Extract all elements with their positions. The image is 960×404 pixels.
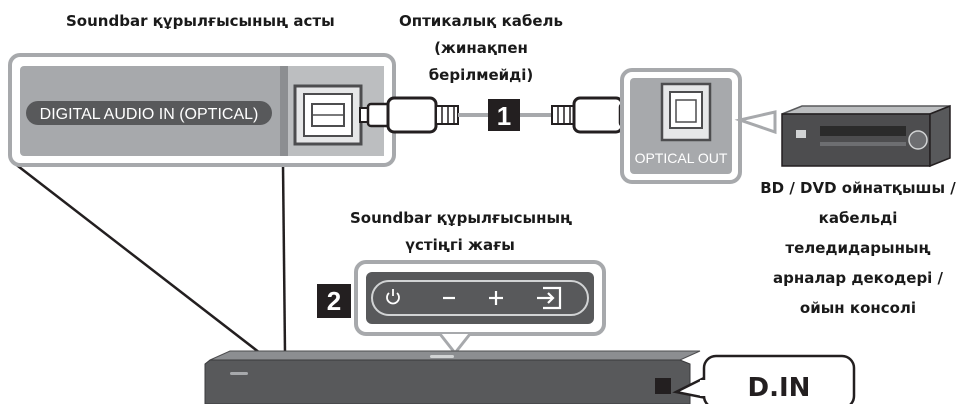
optical-cable-note-line1: (жинақпен — [434, 39, 528, 57]
callout-line-right — [281, 164, 287, 354]
source-device-label-line1: BD / DVD ойнатқышы / — [760, 179, 956, 197]
step-2-badge: 2 — [317, 284, 351, 318]
source-input-icon[interactable] — [537, 286, 562, 310]
display-callout: D.IN — [672, 354, 856, 404]
step-1-number: 1 — [497, 101, 511, 131]
soundbar — [204, 350, 701, 404]
soundbar-top-label-line2: үстіңгі жағы — [405, 236, 515, 254]
soundbar-bottom-label: Soundbar құрылғысының асты — [66, 12, 335, 30]
plus-icon[interactable] — [489, 291, 503, 305]
optical-out-text: OPTICAL OUT — [635, 150, 728, 166]
soundbar-bottom-panel: DIGITAL AUDIO IN (OPTICAL) — [8, 53, 396, 167]
optical-cable — [359, 96, 651, 134]
callout-line-left — [13, 162, 261, 354]
bd-dvd-player — [781, 104, 951, 168]
display-din-text: D.IN — [748, 373, 811, 403]
source-device-label-line2: кабельді — [818, 209, 898, 227]
optical-cable-label: Оптикалық кабель — [399, 12, 563, 30]
optical-out-panel: OPTICAL OUT — [620, 68, 742, 184]
source-device-label-line3: теледидарының — [785, 239, 931, 257]
soundbar-top-controls-callout — [354, 260, 606, 356]
source-device-label-line4: арналар декодері / — [772, 269, 944, 287]
power-icon[interactable] — [386, 289, 400, 305]
digital-audio-in-text: DIGITAL AUDIO IN (OPTICAL) — [40, 106, 259, 123]
step-1-badge: 1 — [488, 99, 520, 131]
soundbar-top-label-line1: Soundbar құрылғысының — [350, 209, 573, 227]
step-2-number: 2 — [327, 286, 341, 316]
source-device-label-line5: ойын консолі — [799, 299, 917, 317]
optical-cable-note-line2: берілмейді) — [428, 66, 534, 84]
